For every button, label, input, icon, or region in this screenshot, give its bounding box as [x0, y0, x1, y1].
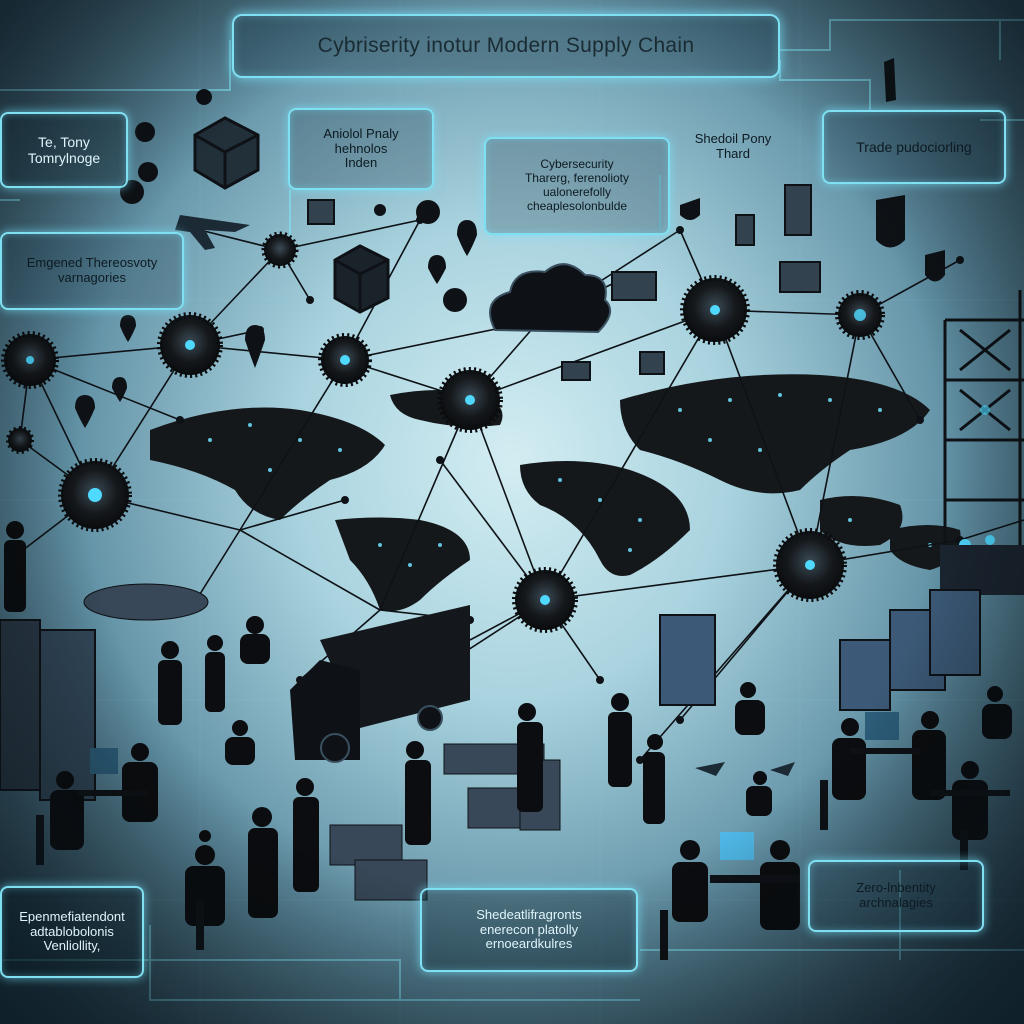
info-box-line: ernoeardkulres — [485, 936, 573, 952]
info-box-line: Tomrylnoge — [27, 150, 101, 166]
info-box-bottom-left: Epenmefiatendont adtablobolonis Venlioll… — [0, 886, 144, 978]
info-box-center: Cybersecurity Tharerg, ferenolioty ualon… — [484, 137, 670, 235]
info-box-line: Tharerg, ferenolioty — [524, 171, 630, 186]
info-box-line: Shedeatlifragronts — [476, 906, 582, 922]
info-box-line: Trade pudociorling — [856, 138, 972, 155]
info-box-line: archnalagies — [859, 895, 933, 910]
info-box-line: Venliollity, — [43, 938, 101, 954]
info-box-right-mid: Shedoil Pony Thard — [674, 116, 792, 178]
info-box-line: varnagories — [58, 270, 126, 285]
info-box-line: adtablobolonis — [30, 923, 114, 939]
info-box-line: cheaplesolonbulde — [526, 198, 628, 213]
info-box-line: Epenmefiatendont — [19, 908, 125, 924]
info-box-line: Zero-lnbentity — [856, 880, 936, 896]
title-banner: Cybriserity inotur Modern Supply Chain — [232, 14, 780, 78]
info-box-line: Emgened Thereosvoty — [26, 255, 158, 271]
info-box-line: Cybersecurity — [540, 157, 614, 172]
info-box-line: ualonerefolly — [542, 185, 612, 199]
info-box-mid-top: Aniolol Pnaly hehnolos Inden — [288, 108, 434, 190]
info-box-bottom-center: Shedeatlifragronts enerecon platolly ern… — [420, 888, 638, 972]
info-box-bottom-right: Zero-lnbentity archnalagies — [808, 860, 984, 932]
info-box-line: hehnolos — [334, 140, 388, 156]
info-box-line: Shedoil Pony — [694, 131, 772, 147]
info-box-right-top: Trade pudociorling — [822, 110, 1006, 184]
info-box-line: enerecon platolly — [479, 921, 579, 937]
info-box-line: Aniolol Pnaly — [323, 125, 399, 141]
page-title: Cybriserity inotur Modern Supply Chain — [317, 34, 695, 57]
info-box-line: Inden — [344, 155, 378, 171]
info-box-line: Te, Tony — [38, 133, 90, 150]
info-box-line: Thard — [716, 146, 750, 161]
info-box-left-mid: Emgened Thereosvoty varnagories — [0, 232, 184, 310]
info-box-left-top: Te, Tony Tomrylnoge — [0, 112, 128, 188]
